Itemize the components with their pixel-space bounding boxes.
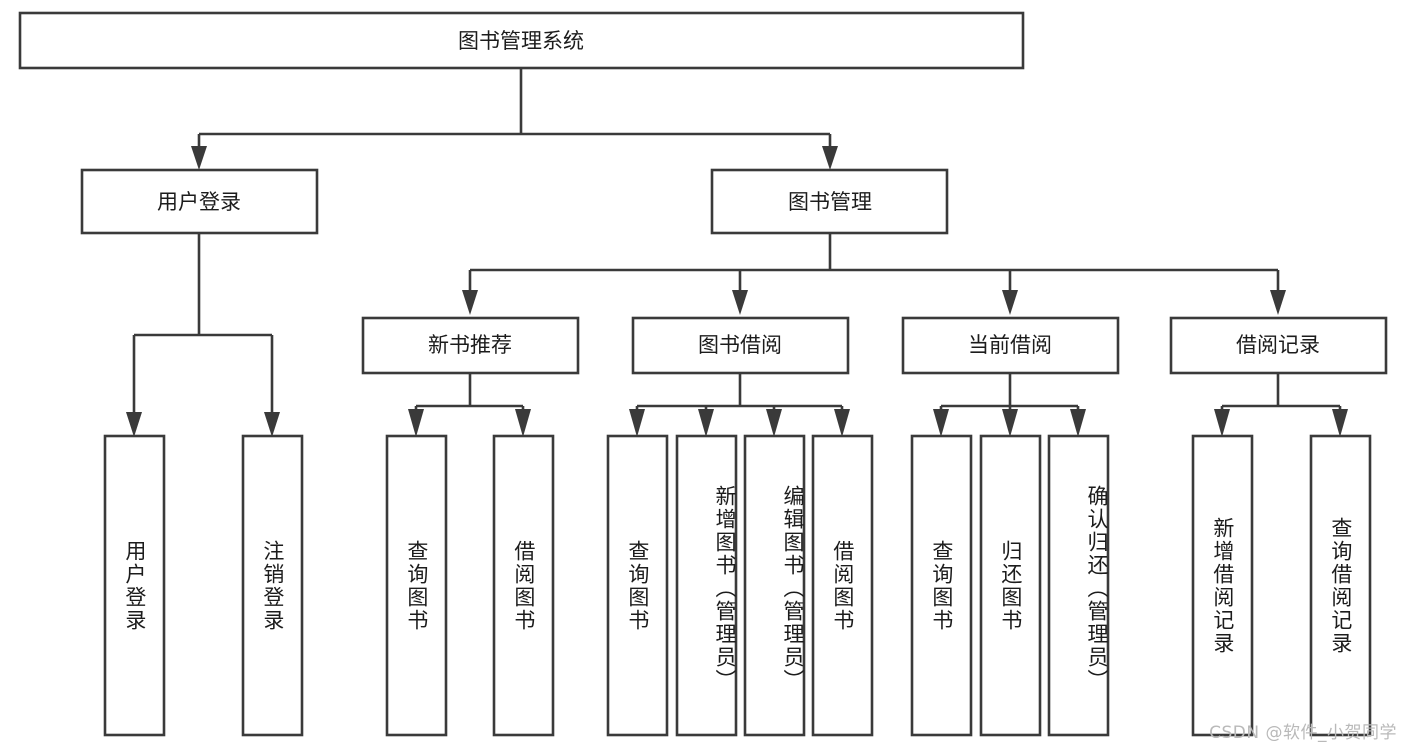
arrow-to-leaf-nbr-2 <box>515 409 531 437</box>
arrow-to-current-borrow <box>1002 290 1018 315</box>
node-book-manage-label: 图书管理 <box>788 190 872 214</box>
arrow-to-leaf-user-login-1 <box>126 412 142 437</box>
arrow-to-leaf-br-1 <box>1214 409 1230 437</box>
arrow-to-user-login <box>191 146 207 170</box>
arrow-to-leaf-user-login-2 <box>264 412 280 437</box>
node-book-borrow[interactable] <box>631 316 850 375</box>
leaf-box-bb-2[interactable] <box>675 434 738 737</box>
node-root-label: 图书管理系统 <box>458 29 584 53</box>
node-book-manage[interactable] <box>710 168 949 235</box>
leaf-box-nbr-2[interactable] <box>492 434 555 737</box>
leaf-box-br-1[interactable] <box>1191 434 1254 737</box>
arrow-to-leaf-bb-1 <box>629 409 645 437</box>
arrow-to-leaf-br-2 <box>1332 409 1348 437</box>
leaf-box-bb-4[interactable] <box>811 434 874 737</box>
leaf-box-bb-3[interactable] <box>743 434 806 737</box>
csdn-watermark: CSDN @软件_小贺同学 <box>1209 723 1397 743</box>
leaf-box-cb-3[interactable] <box>1047 434 1110 737</box>
leaf-box-cb-2[interactable] <box>979 434 1042 737</box>
arrow-to-book-borrow <box>732 290 748 315</box>
node-current-borrow[interactable] <box>901 316 1120 375</box>
node-borrow-record[interactable] <box>1169 316 1388 375</box>
leaf-box-bb-1[interactable] <box>606 434 669 737</box>
leaf-box-user-login-1[interactable] <box>103 434 166 737</box>
arrow-to-leaf-cb-1 <box>933 409 949 437</box>
leaf-box-cb-1[interactable] <box>910 434 973 737</box>
arrow-to-borrow-record <box>1270 290 1286 315</box>
node-new-book-recommend[interactable] <box>361 316 580 375</box>
node-root[interactable] <box>18 11 1025 70</box>
arrow-to-leaf-bb-4 <box>834 409 850 437</box>
node-current-borrow-label: 当前借阅 <box>968 333 1052 357</box>
leaf-box-nbr-1[interactable] <box>385 434 448 737</box>
node-new-book-recommend-label: 新书推荐 <box>428 333 512 357</box>
arrow-to-leaf-bb-3 <box>766 409 782 437</box>
arrow-to-leaf-cb-3 <box>1070 409 1086 437</box>
arrow-to-leaf-nbr-1 <box>408 409 424 437</box>
node-user-login-label: 用户登录 <box>157 190 241 214</box>
leaf-box-br-2[interactable] <box>1309 434 1372 737</box>
node-borrow-record-label: 借阅记录 <box>1236 333 1320 357</box>
arrow-to-leaf-cb-2 <box>1002 409 1018 437</box>
leaf-box-user-login-2[interactable] <box>241 434 304 737</box>
arrow-to-leaf-bb-2 <box>698 409 714 437</box>
arrow-to-book-manage <box>822 146 838 170</box>
arrow-to-new-book-recommend <box>462 290 478 315</box>
node-book-borrow-label: 图书借阅 <box>698 333 782 357</box>
